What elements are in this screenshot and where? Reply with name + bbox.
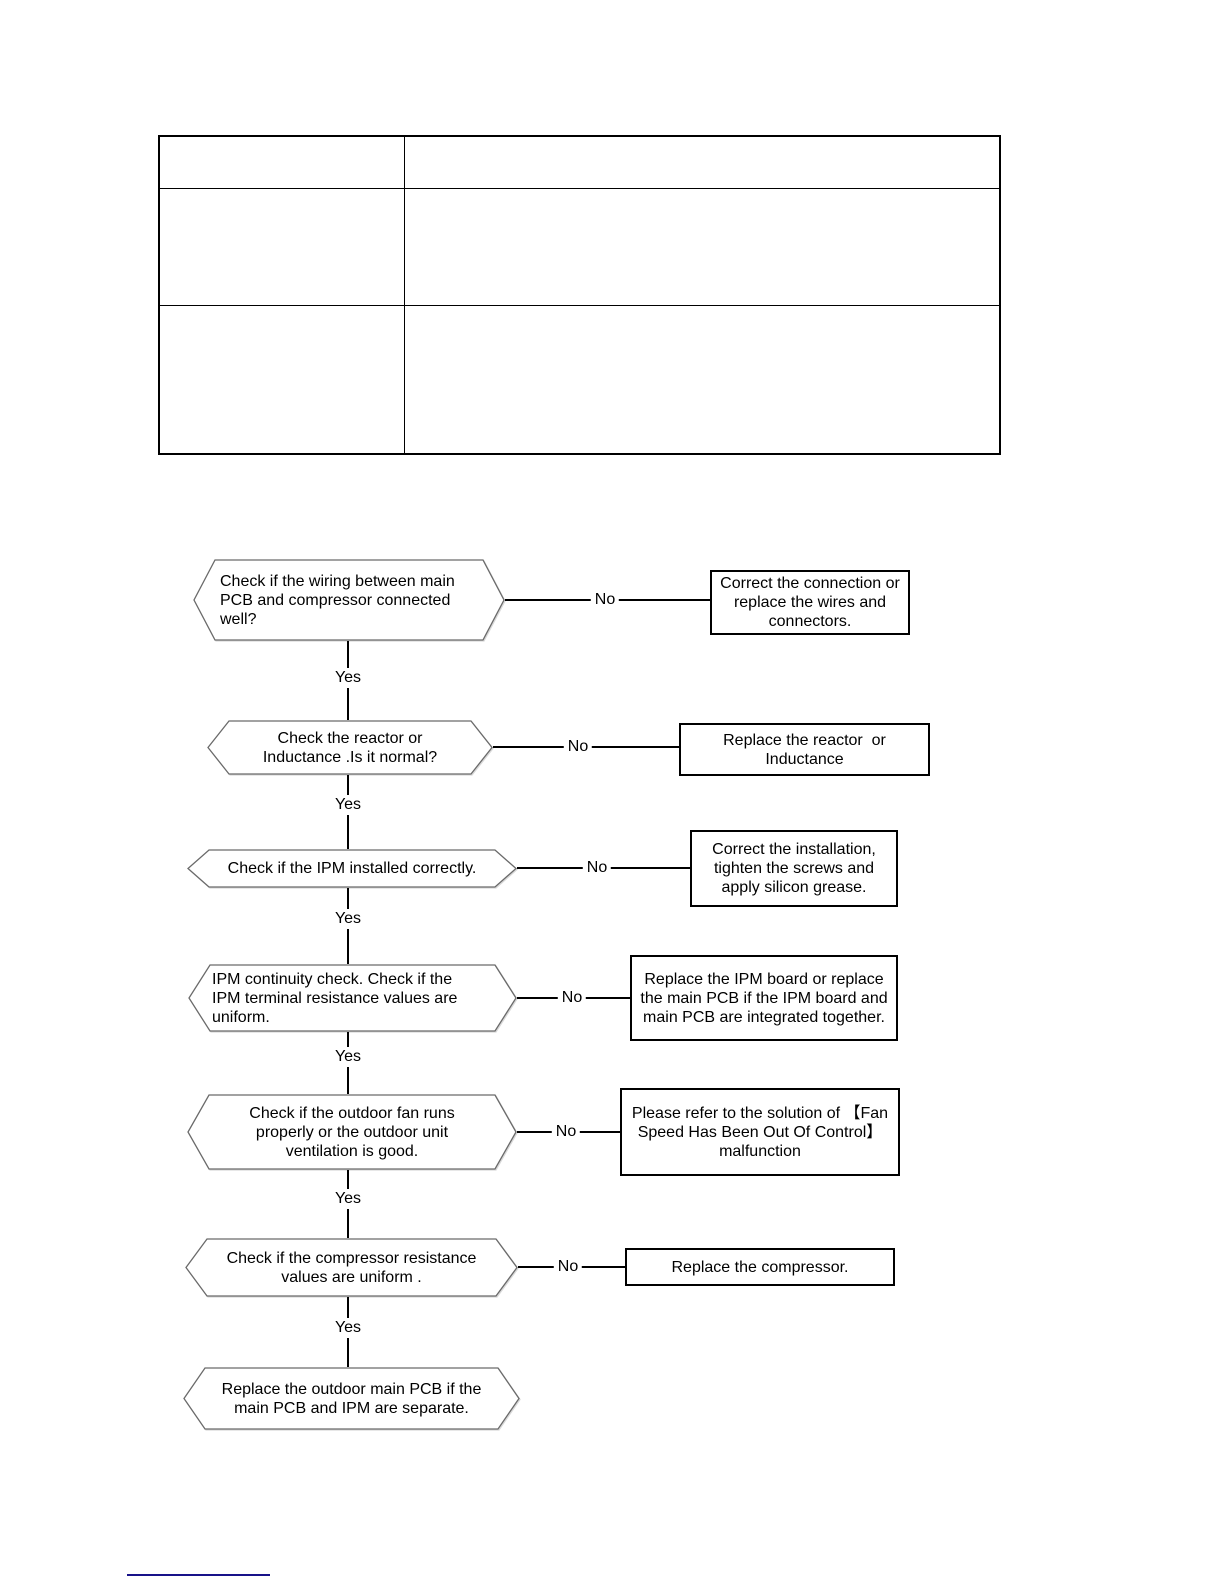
yes-label: Yes bbox=[330, 1318, 366, 1338]
no-label: No bbox=[553, 1257, 583, 1277]
decision-text: Check if the outdoor fan runs properly o… bbox=[249, 1104, 455, 1160]
conclusion-replace-main-pcb: Replace the outdoor main PCB if the main… bbox=[183, 1367, 520, 1430]
yes-label: Yes bbox=[330, 668, 366, 688]
action-text: Replace the IPM board or replace the mai… bbox=[640, 970, 888, 1026]
hexagon-outline bbox=[188, 964, 517, 1032]
no-label: No bbox=[590, 590, 620, 610]
table-cell bbox=[160, 189, 405, 306]
hexagon-outline bbox=[207, 720, 493, 775]
action-text: Replace the compressor. bbox=[671, 1258, 849, 1276]
action-replace-reactor: Replace the reactor or Inductance bbox=[679, 723, 930, 776]
decision-ipm-continuity-check: IPM continuity check. Check if the IPM t… bbox=[188, 964, 517, 1032]
decision-compressor-resistance-check: Check if the compressor resistance value… bbox=[185, 1238, 518, 1297]
decision-text: Check if the compressor resistance value… bbox=[226, 1249, 477, 1286]
decision-wiring-check: Check if the wiring between main PCB and… bbox=[193, 559, 505, 641]
decision-ipm-installation-check: Check if the IPM installed correctly. bbox=[187, 849, 517, 888]
action-correct-connection: Correct the connection or replace the wi… bbox=[710, 570, 910, 635]
decision-text: Check the reactor or Inductance .Is it n… bbox=[262, 729, 438, 766]
yes-label: Yes bbox=[330, 1189, 366, 1209]
table-cell bbox=[160, 137, 405, 189]
decision-text: IPM continuity check. Check if the IPM t… bbox=[212, 970, 458, 1026]
no-label: No bbox=[563, 737, 593, 757]
yes-label: Yes bbox=[330, 909, 366, 929]
action-text: Please refer to the solution of 【Fan Spe… bbox=[631, 1104, 889, 1160]
action-replace-ipm-board: Replace the IPM board or replace the mai… bbox=[630, 955, 898, 1041]
decision-reactor-check: Check the reactor or Inductance .Is it n… bbox=[207, 720, 493, 775]
yes-label: Yes bbox=[330, 795, 366, 815]
empty-table bbox=[158, 135, 1001, 455]
action-replace-compressor: Replace the compressor. bbox=[625, 1248, 895, 1286]
no-label: No bbox=[551, 1122, 581, 1142]
action-refer-fan-speed-solution: Please refer to the solution of 【Fan Spe… bbox=[620, 1088, 900, 1176]
action-correct-installation: Correct the installation, tighten the sc… bbox=[690, 830, 898, 907]
no-label: No bbox=[557, 988, 587, 1008]
no-label: No bbox=[582, 858, 612, 878]
yes-label: Yes bbox=[330, 1047, 366, 1067]
action-text: Correct the connection or replace the wi… bbox=[720, 575, 900, 630]
hexagon-outline bbox=[185, 1238, 518, 1297]
decision-outdoor-fan-check: Check if the outdoor fan runs properly o… bbox=[187, 1094, 517, 1170]
hexagon-outline bbox=[187, 1094, 517, 1170]
hexagon-outline bbox=[187, 849, 517, 888]
footer-link-underline[interactable] bbox=[127, 1574, 270, 1576]
action-text: Replace the reactor or Inductance bbox=[723, 731, 886, 768]
table-cell bbox=[160, 306, 405, 453]
table-cell bbox=[405, 137, 999, 189]
decision-text: Check if the IPM installed correctly. bbox=[227, 860, 477, 877]
decision-text: Check if the wiring between main PCB and… bbox=[220, 572, 455, 628]
hexagon-outline bbox=[183, 1367, 520, 1430]
conclusion-text: Replace the outdoor main PCB if the main… bbox=[221, 1380, 482, 1417]
hexagon-outline bbox=[193, 559, 505, 641]
table-cell bbox=[405, 189, 999, 306]
action-text: Correct the installation, tighten the sc… bbox=[712, 841, 876, 896]
table-cell bbox=[405, 306, 999, 453]
